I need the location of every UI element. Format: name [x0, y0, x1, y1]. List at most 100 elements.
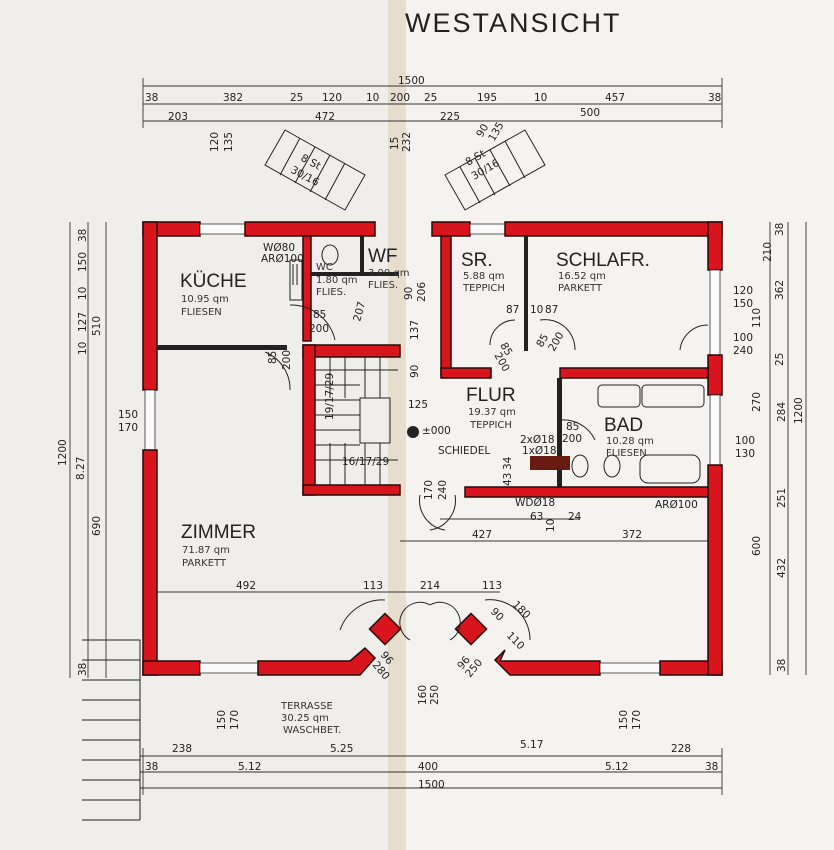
dim: 34	[502, 456, 514, 470]
room-terrasse-name: TERRASSE	[280, 701, 333, 712]
chimney-flues-1: 2xØ18	[520, 434, 555, 446]
dim: 1500	[418, 779, 445, 791]
dim: 85	[313, 309, 326, 321]
dim: 150	[118, 409, 138, 421]
dim: 232	[401, 132, 413, 152]
dim: 170	[118, 422, 138, 434]
level-label: ±000	[422, 425, 451, 437]
dim: 130	[735, 448, 755, 460]
dim: 38	[705, 761, 718, 773]
room-sr-area: 5.88 qm	[463, 271, 505, 282]
dim: 5.17	[520, 739, 543, 751]
dim: 200	[562, 433, 582, 445]
room-flur-name: FLUR	[466, 385, 516, 406]
dim: 110	[751, 308, 763, 328]
dim: 170	[229, 710, 241, 730]
dim: 38	[708, 92, 721, 104]
room-flur-floor: TEPPICH	[469, 420, 512, 431]
dim: 238	[172, 743, 192, 755]
dim: 207	[351, 300, 368, 322]
dim: 10	[77, 342, 89, 355]
dim: 38	[774, 223, 786, 236]
dim: 38	[77, 663, 89, 676]
dim: 15	[389, 137, 401, 150]
room-terrasse-area: 30.25 qm	[281, 713, 329, 724]
dim: 127	[77, 312, 89, 332]
dim: 8.27	[75, 457, 87, 480]
room-wf-name: WF	[368, 246, 398, 267]
dim: 400	[418, 761, 438, 773]
chimney-label: SCHIEDEL	[438, 445, 490, 457]
paper-left-half	[0, 0, 400, 850]
dim: 225	[440, 111, 460, 123]
dim: 251	[776, 488, 788, 508]
bathroom-fixtures	[321, 244, 705, 484]
dim: 170	[631, 710, 643, 730]
dim: 1200	[793, 397, 805, 424]
room-bad-floor: FLIESEN	[606, 448, 647, 459]
dim: 5.12	[605, 761, 628, 773]
room-labels: KÜCHE 10.95 qm FLIESEN WC 1.80 qm FLIES.…	[180, 246, 654, 736]
room-kueche-name: KÜCHE	[180, 271, 247, 292]
dimensions-right: 38 210 120 150 362 110 100 240 25 270 28…	[733, 223, 805, 672]
dim: 690	[91, 516, 103, 536]
dim: 120	[209, 132, 221, 152]
dim: 38	[145, 761, 158, 773]
dim: 10	[77, 287, 89, 300]
dim: 38	[776, 659, 788, 672]
dim: 228	[671, 743, 691, 755]
dim: 472	[315, 111, 335, 123]
dim: 210	[762, 242, 774, 262]
dimensions-interior: 85 200 85 200 207 90 206 137 90 125 87 1…	[236, 282, 642, 683]
room-wc-name: WC	[316, 262, 333, 273]
dim: 1200	[57, 439, 69, 466]
dim: 500	[580, 107, 600, 119]
dim: 600	[751, 536, 763, 556]
chimney-flues-2: 1xØ18	[522, 445, 557, 457]
dim: 120	[322, 92, 342, 104]
dimensions-left: 38 150 10 127 510 10 1200 8.27 690 38 15…	[57, 229, 138, 676]
dim: 195	[477, 92, 497, 104]
kitchen-ar-label: ARØ100	[261, 253, 304, 265]
chimney-block	[530, 456, 570, 470]
dim: 125	[408, 399, 428, 411]
paper-fold	[388, 0, 406, 850]
dim: 200	[390, 92, 410, 104]
room-wc-floor: FLIES.	[316, 287, 346, 298]
dim: 150	[216, 710, 228, 730]
dim: 10	[545, 519, 557, 532]
dim: 63	[530, 511, 543, 523]
inner-staircase	[315, 357, 398, 485]
dim: 270	[751, 392, 763, 412]
dim: 206	[416, 282, 428, 302]
room-terrasse-floor: WASCHBET.	[283, 725, 341, 736]
dim: 284	[776, 402, 788, 422]
room-zimmer-name: ZIMMER	[181, 522, 256, 543]
dim: 170	[423, 480, 435, 500]
exterior-stair-left	[264, 129, 366, 211]
dim: 203	[168, 111, 188, 123]
dim: 85	[267, 351, 279, 364]
dim: 362	[774, 280, 786, 300]
room-schlafr-area: 16.52 qm	[558, 271, 606, 282]
dim: 24	[568, 511, 582, 523]
dim: 200	[309, 323, 329, 335]
ar-bad-label: ARØ100	[655, 499, 698, 511]
door-swings	[264, 304, 709, 641]
room-zimmer-floor: PARKETT	[182, 558, 227, 569]
annotations: 8 St 30/16 8 St 30/16 19/17/29 16/17/29 …	[261, 148, 698, 511]
dim: 85	[497, 341, 514, 359]
dim: 200	[281, 350, 293, 370]
dim: 113	[482, 580, 502, 592]
dimensions-bottom: 150 170 238 5.25 38 5.12 160 250 400 150…	[145, 685, 718, 791]
dim: 372	[622, 529, 642, 541]
dim: 87	[506, 304, 519, 316]
dim: 427	[472, 529, 492, 541]
room-bad-name: BAD	[604, 415, 643, 436]
dim: 120	[733, 285, 753, 297]
dim: 510	[91, 316, 103, 336]
dim: 382	[223, 92, 243, 104]
view-title: WESTANSICHT	[405, 8, 622, 38]
room-bad-area: 10.28 qm	[606, 436, 654, 447]
room-kueche-area: 10.95 qm	[181, 294, 229, 305]
